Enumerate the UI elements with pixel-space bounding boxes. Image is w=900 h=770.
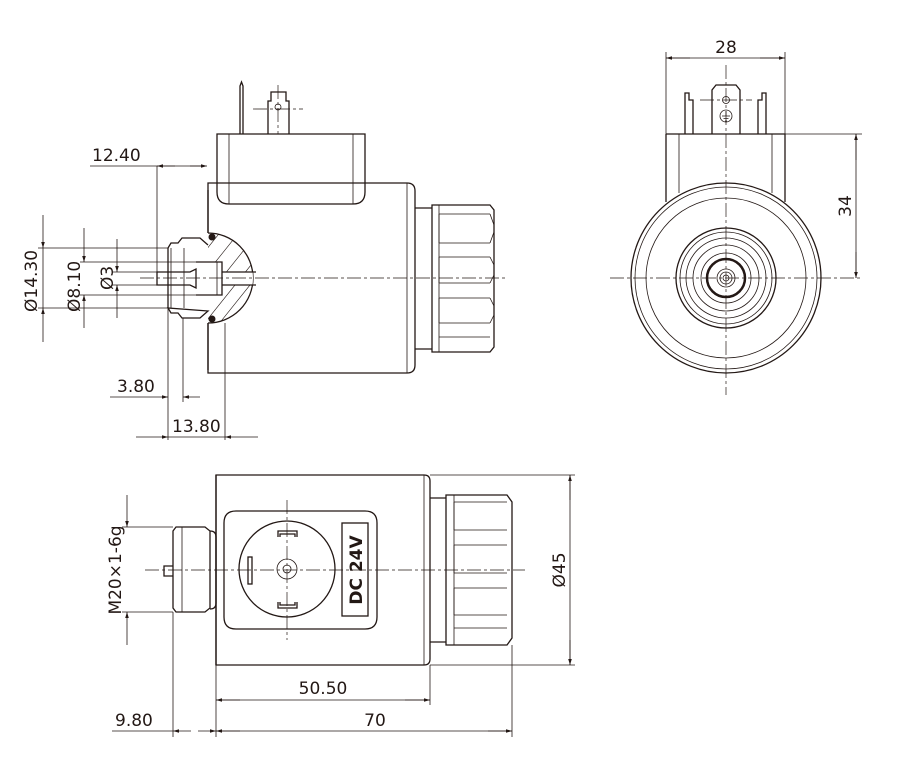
top-view: DC 24V M20×1-6g Ø45 [106, 474, 575, 737]
dim-50-50: 50.50 [215, 665, 431, 737]
svg-text:9.80: 9.80 [115, 711, 153, 731]
svg-text:Ø45: Ø45 [550, 552, 570, 587]
knob [431, 204, 495, 353]
dim-dia-45: Ø45 [430, 474, 575, 666]
svg-text:Ø3: Ø3 [98, 266, 118, 290]
voltage-label-box [341, 522, 369, 617]
svg-text:Ø14.30: Ø14.30 [22, 250, 42, 312]
svg-text:28: 28 [715, 38, 737, 58]
svg-text:34: 34 [836, 195, 856, 217]
svg-text:50.50: 50.50 [299, 679, 348, 699]
svg-text:12.40: 12.40 [92, 146, 141, 166]
dim-dia-14-30: Ø14.30 [22, 215, 168, 342]
connector-plate [223, 510, 378, 630]
pin-stub [163, 565, 173, 577]
dim-13-80: 13.80 [136, 323, 258, 440]
svg-text:Ø8.10: Ø8.10 [65, 261, 85, 312]
voltage-label: DC 24V [347, 535, 367, 605]
section-view [196, 232, 256, 324]
dim-34: 34 [785, 133, 862, 278]
dim-dia-3: Ø3 [98, 239, 157, 318]
dim-m20: M20×1-6g [106, 495, 173, 645]
svg-text:70: 70 [364, 711, 386, 731]
dim-70: 70 [216, 645, 513, 737]
dim-9-80: 9.80 [112, 612, 216, 737]
terminal-pins [239, 80, 303, 134]
front-view: 12.40 Ø14.30 Ø8.10 Ø3 3.80 [22, 80, 505, 440]
dim-28: 28 [665, 38, 786, 134]
side-view: 28 34 [610, 38, 862, 395]
svg-text:M20×1-6g: M20×1-6g [106, 525, 126, 614]
coil-body [215, 474, 431, 666]
svg-text:13.80: 13.80 [172, 417, 221, 437]
pin-stub [156, 267, 197, 290]
dim-12-40: 12.40 [90, 146, 207, 272]
thread [172, 526, 217, 613]
dim-3-80: 3.80 [110, 308, 200, 440]
connector-housing [216, 133, 366, 205]
dim-dia-8-10: Ø8.10 [65, 228, 196, 328]
svg-text:3.80: 3.80 [117, 377, 155, 397]
terminal-pins [684, 84, 767, 134]
